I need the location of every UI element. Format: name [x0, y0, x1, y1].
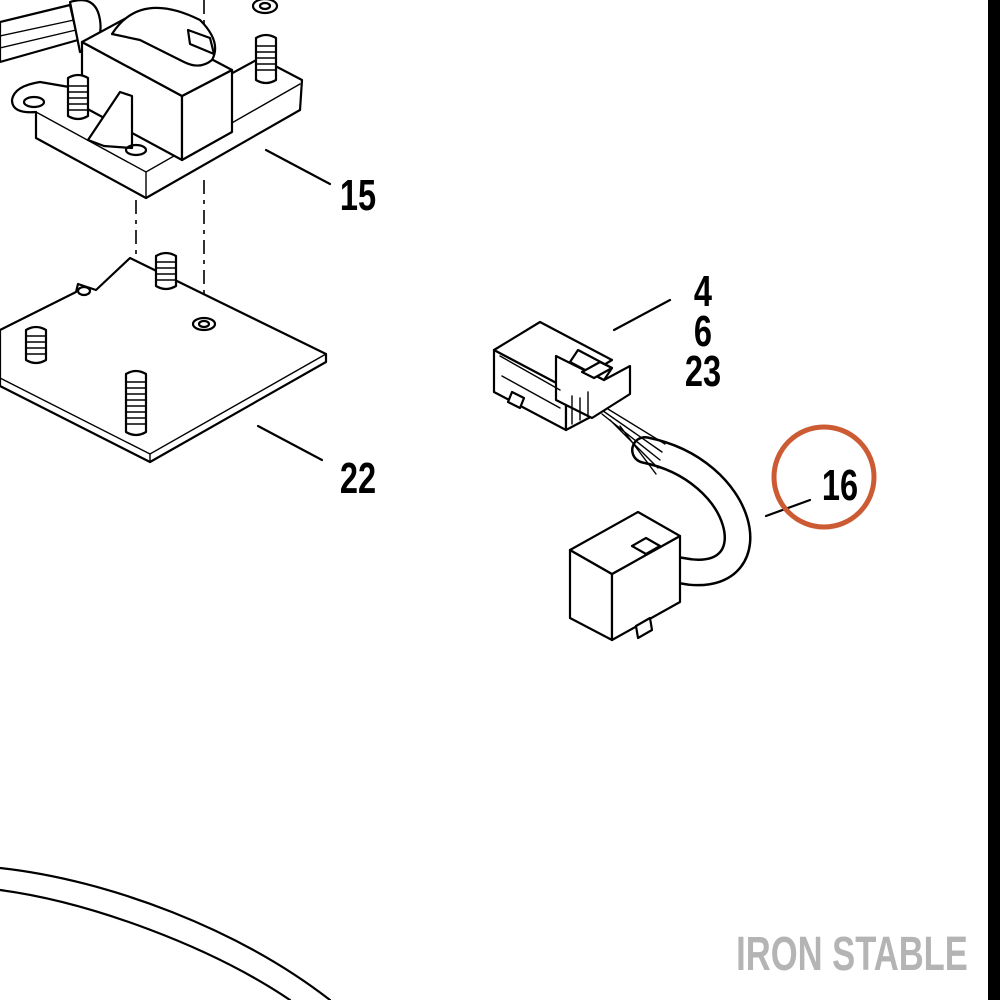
highlight-circle — [771, 424, 877, 530]
stud-b — [254, 33, 278, 85]
leader-4 — [612, 298, 672, 332]
leader-22 — [256, 424, 324, 462]
stud-a — [66, 73, 90, 121]
page-border — [988, 0, 1000, 1000]
plate-stud-2 — [24, 325, 48, 365]
curve-inner — [0, 888, 292, 1000]
callout-6: 6 — [694, 307, 712, 356]
callout-15: 15 — [340, 171, 376, 220]
part-15-drawing — [0, 0, 304, 200]
curve-outer — [0, 866, 332, 1000]
leader-15 — [264, 148, 332, 186]
callout-22: 22 — [340, 454, 376, 503]
part-16-drawing — [492, 320, 752, 642]
callout-23: 23 — [685, 347, 721, 396]
part-22-drawing — [0, 251, 328, 464]
callout-4: 4 — [694, 267, 713, 316]
callout-16: 16 — [822, 461, 858, 510]
plate-stud-3 — [124, 369, 148, 437]
plate-stud-1 — [154, 251, 178, 291]
leader-16 — [764, 498, 812, 518]
watermark-text: IRON STABLE — [736, 926, 968, 980]
